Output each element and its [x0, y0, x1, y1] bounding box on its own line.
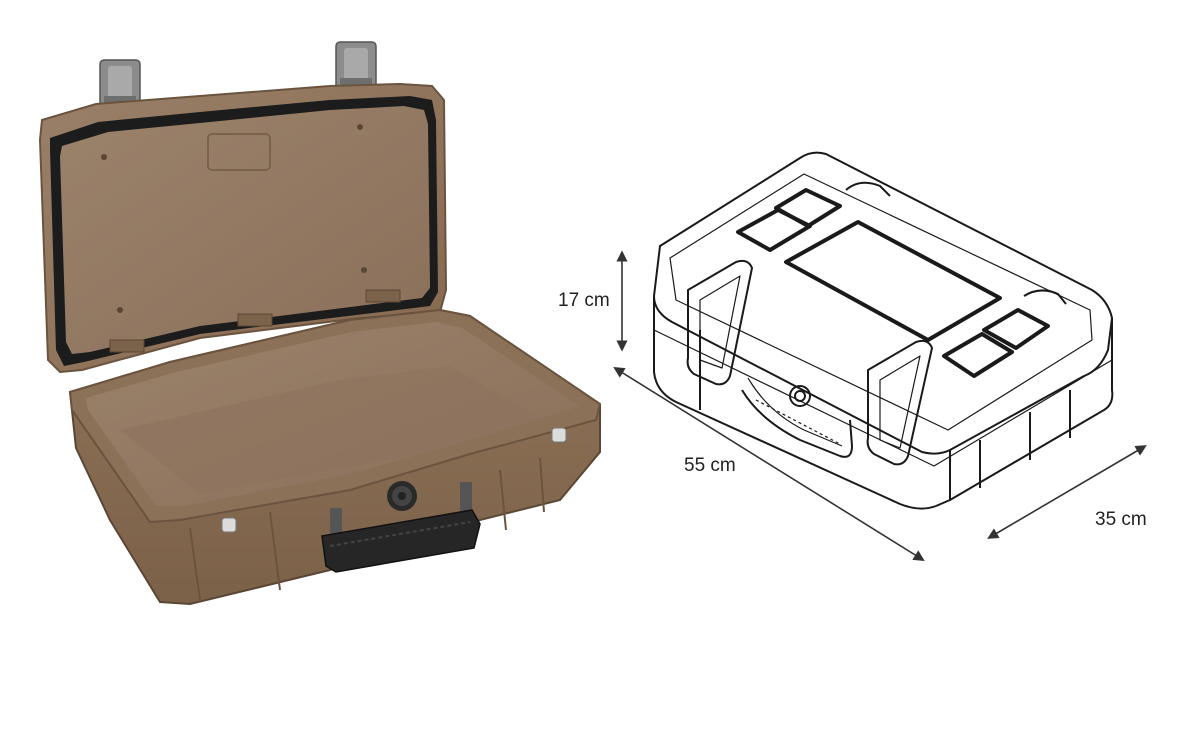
line-latch-right: [866, 339, 933, 466]
lid-latch-left[interactable]: [99, 59, 141, 116]
top-label-recess: [784, 220, 1002, 342]
case-top-face: [653, 151, 1113, 455]
case-side-face: [949, 318, 1114, 501]
width-dimension-line: [987, 445, 1147, 539]
width-dimension-label: 35 cm: [1095, 509, 1147, 530]
pressure-valve[interactable]: [387, 481, 417, 511]
case-lid: [38, 82, 448, 374]
length-dimension-line: [613, 367, 925, 561]
height-dimension-label: 17 cm: [558, 290, 610, 311]
case-base: [68, 308, 602, 606]
length-dimension-label: 55 cm: [684, 455, 736, 476]
lid-latch-right[interactable]: [335, 41, 377, 98]
carry-handle[interactable]: [321, 482, 481, 573]
line-latch-left: [686, 259, 753, 386]
